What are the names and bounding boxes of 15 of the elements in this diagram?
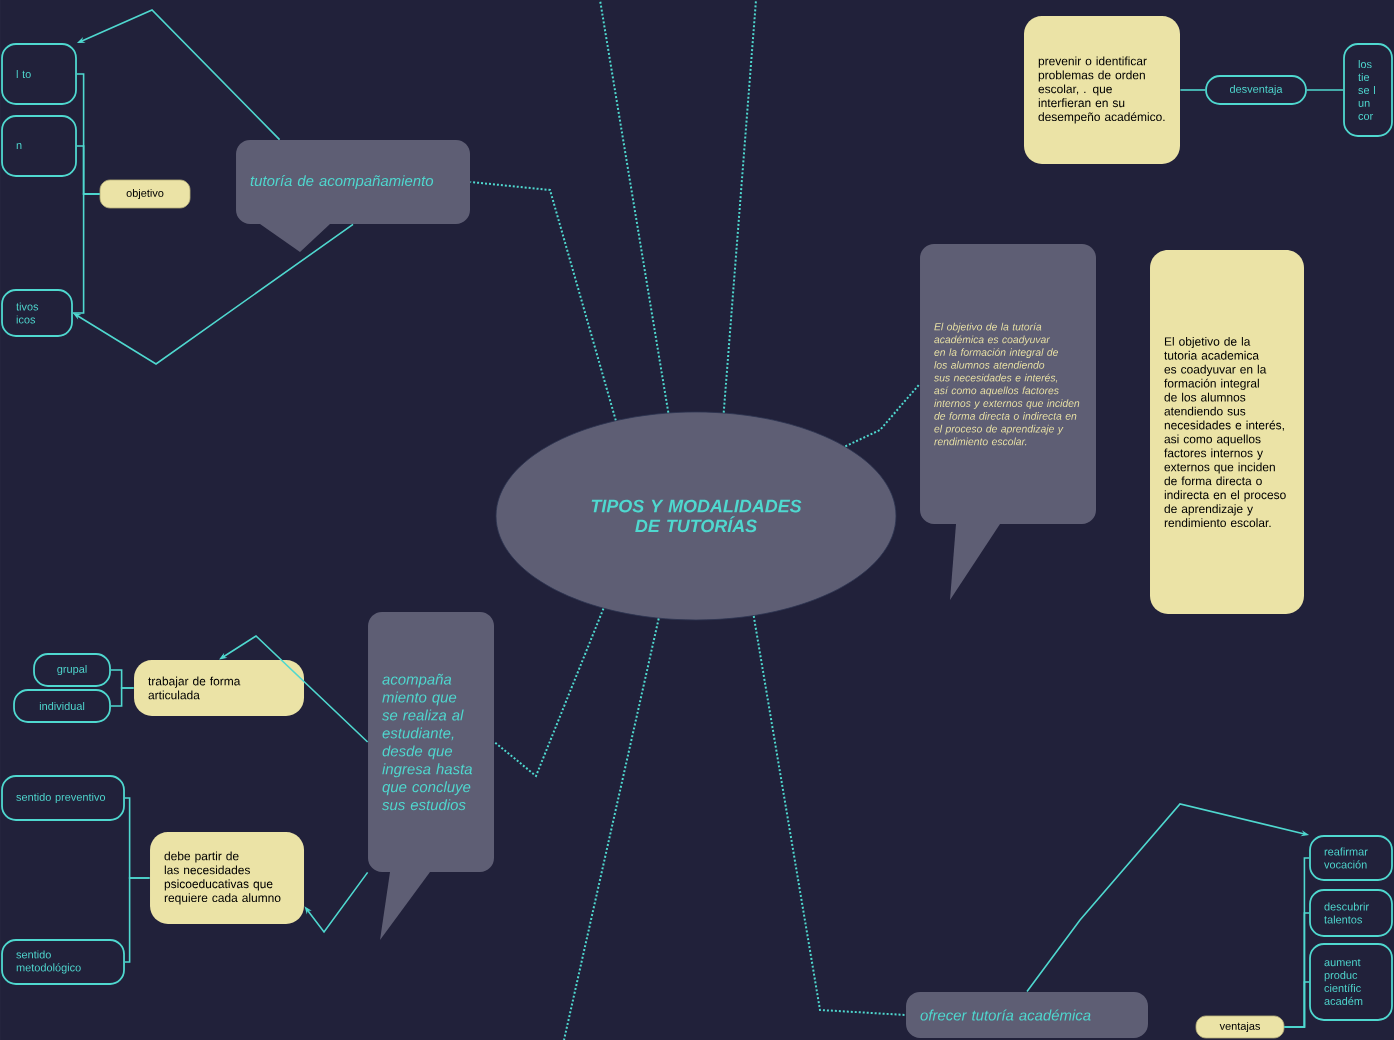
connector bbox=[219, 635, 369, 743]
connector bbox=[110, 687, 135, 707]
connector bbox=[752, 614, 907, 1016]
connector bbox=[493, 607, 605, 778]
connector bbox=[599, 0, 670, 414]
connector bbox=[304, 871, 369, 934]
connector bbox=[124, 877, 151, 963]
connector bbox=[844, 383, 921, 448]
connector bbox=[72, 193, 101, 314]
connector bbox=[1283, 981, 1310, 1028]
connector bbox=[563, 617, 660, 1040]
connector bbox=[469, 181, 617, 422]
connector bbox=[1179, 89, 1206, 91]
connector bbox=[722, 0, 757, 414]
connector bbox=[1306, 89, 1344, 91]
